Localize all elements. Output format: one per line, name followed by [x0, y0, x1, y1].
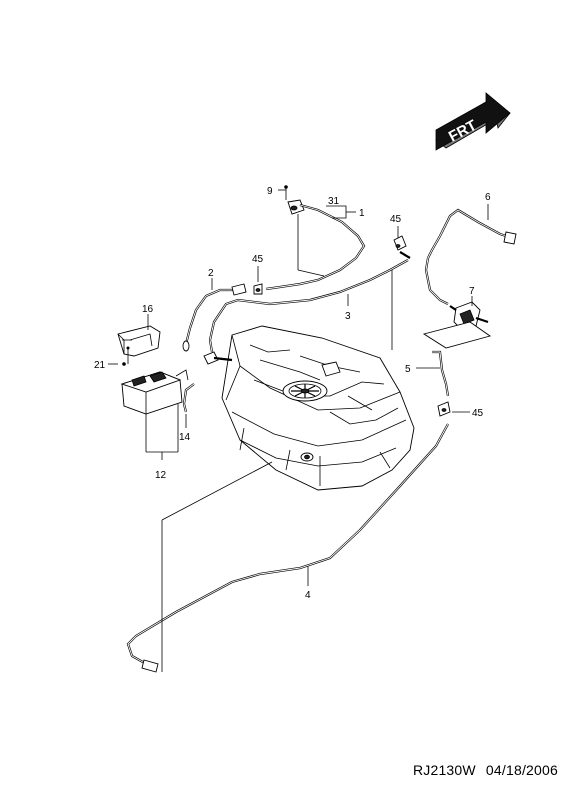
- callout-5: 5: [405, 364, 411, 375]
- evap-canister-12: [120, 369, 189, 460]
- vent-pipe-3: [208, 251, 411, 353]
- callout-21: 21: [94, 360, 106, 371]
- callout-labels: 1 2 3 4 5 6 7 9 12 14 16 21 31 45 45 45: [94, 186, 491, 601]
- vent-pipe-6: [424, 204, 517, 305]
- callout-2: 2: [208, 268, 214, 279]
- callout-4: 4: [305, 590, 311, 601]
- vent-tube-2: [182, 278, 247, 352]
- canister-tube-14: [182, 383, 195, 428]
- drawing-code: RJ2130W: [412, 762, 476, 778]
- drawing-date: 04/18/2006: [485, 762, 558, 778]
- vent-pipe-5: [416, 350, 450, 397]
- callout-31: 31: [328, 196, 340, 207]
- callout-16: 16: [142, 304, 154, 315]
- callout-45-top: 45: [390, 214, 402, 225]
- callout-12: 12: [155, 470, 167, 481]
- clip-45-right: [437, 401, 470, 417]
- canister-bracket-16: [108, 314, 161, 366]
- fuel-tank: [221, 325, 415, 491]
- callout-3: 3: [345, 311, 351, 322]
- callout-45-left: 45: [252, 254, 264, 265]
- callout-7: 7: [469, 286, 475, 297]
- callout-6: 6: [485, 192, 491, 203]
- front-direction-arrow: FRT: [435, 92, 511, 151]
- clip-45-left: [253, 266, 263, 295]
- callout-14: 14: [179, 432, 191, 443]
- purge-valve-7: [422, 296, 492, 349]
- leader-lines: [161, 270, 393, 672]
- callout-45-right: 45: [472, 408, 484, 419]
- top-vent-hose-assembly: [265, 185, 366, 291]
- fuel-feed-pipe-4: [126, 423, 449, 673]
- callout-9: 9: [267, 186, 273, 197]
- callout-1: 1: [359, 208, 365, 219]
- clip-45-top: [393, 226, 407, 251]
- drawing-footer: RJ2130W 04/18/2006: [407, 762, 558, 778]
- tank-connector: [203, 351, 233, 365]
